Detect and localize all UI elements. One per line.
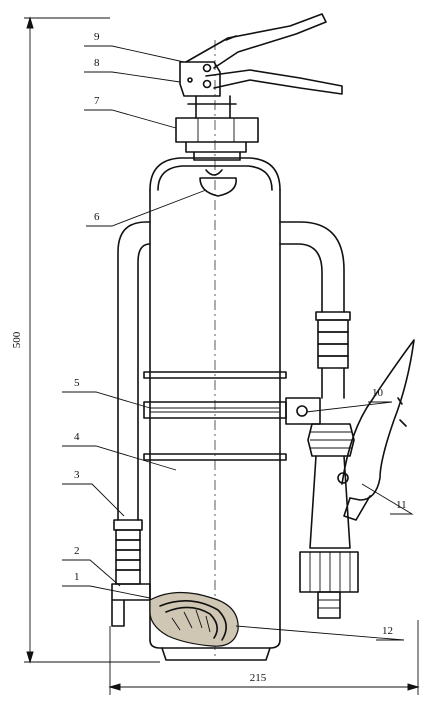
width-dimension-label: 215 <box>250 672 267 684</box>
leader-lines <box>62 45 414 641</box>
label-1: 1 <box>74 571 80 583</box>
hose <box>111 221 351 627</box>
label-5: 5 <box>74 377 80 389</box>
label-2: 2 <box>74 545 80 557</box>
part-number-labels: 9 8 7 6 5 4 3 2 1 10 11 12 <box>74 31 407 637</box>
label-6: 6 <box>94 211 100 223</box>
base-cutaway <box>149 591 239 647</box>
height-dimension: 500 <box>11 16 160 664</box>
valve-handle <box>179 13 343 119</box>
label-4: 4 <box>74 431 80 443</box>
strap-bands <box>143 371 321 461</box>
label-8: 8 <box>94 57 100 69</box>
width-dimension: 215 <box>108 620 420 695</box>
label-11: 11 <box>396 499 407 511</box>
discharge-nozzle <box>299 339 415 619</box>
cylinder-body <box>149 157 281 661</box>
label-10: 10 <box>372 387 384 399</box>
valve-nut <box>175 117 259 161</box>
label-9: 9 <box>94 31 100 43</box>
height-dimension-label: 500 <box>11 331 23 348</box>
label-7: 7 <box>94 95 100 107</box>
label-3: 3 <box>74 469 80 481</box>
label-12: 12 <box>382 625 393 637</box>
